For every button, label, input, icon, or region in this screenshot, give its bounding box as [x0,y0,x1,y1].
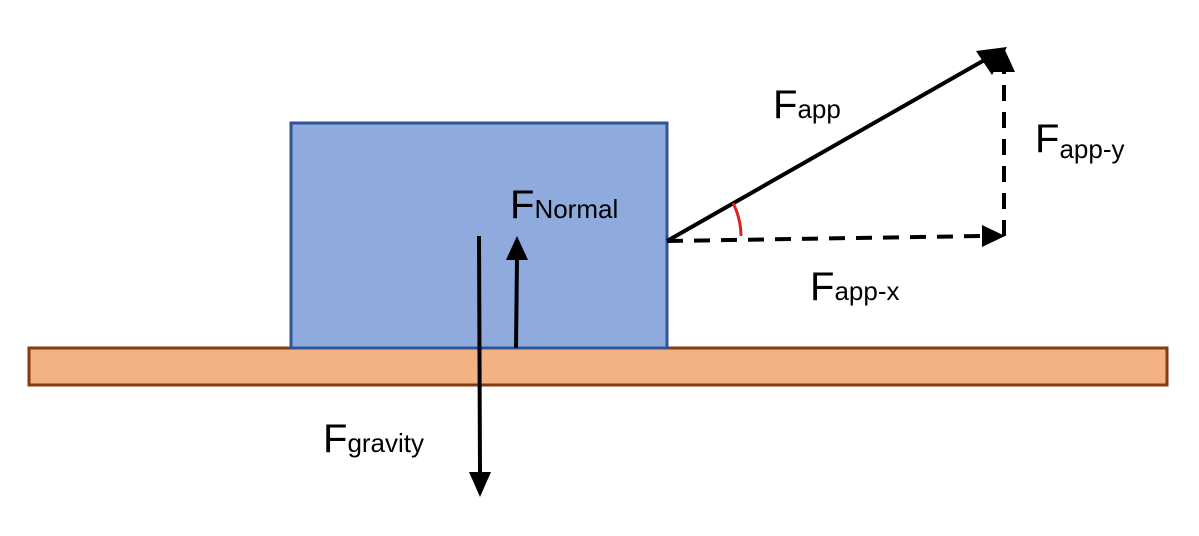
label-f-gravity-sub: gravity [347,428,424,458]
f-app-arrow [666,47,1007,243]
label-f-app-sub: app [797,94,840,124]
f-normal-arrow [506,236,528,349]
label-f-app: Fapp [773,83,841,127]
label-f-app-main: F [773,83,797,127]
ground-surface [27,346,1169,387]
label-f-normal-sub: Normal [534,194,618,224]
label-f-normal: FNormal [510,183,618,227]
f-app-x-arrow [666,225,1005,247]
label-f-gravity-main: F [323,417,347,461]
label-f-app-x-main: F [810,265,834,309]
label-f-app-x-sub: app-x [834,276,899,306]
label-f-app-y: Fapp-y [1035,117,1124,164]
angle-arc [731,202,743,237]
label-f-app-x: Fapp-x [810,265,899,309]
f-app-y-arrow [993,48,1015,236]
f-gravity-arrow [469,235,491,497]
label-f-app-y-main: F [1035,117,1059,161]
label-f-gravity: Fgravity [323,417,424,461]
label-f-normal-main: F [510,183,534,227]
label-f-app-y-sub: app-y [1059,134,1124,164]
